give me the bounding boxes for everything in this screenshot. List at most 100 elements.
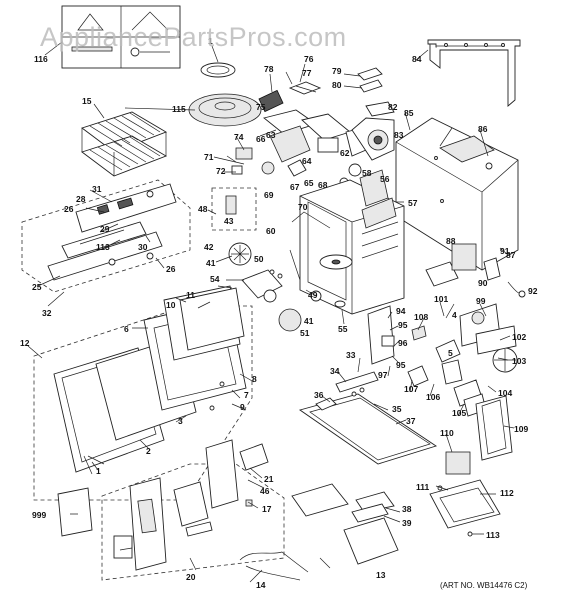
part-label-110: 110 (440, 428, 454, 438)
watermark-text: AppliancePartsPros.com (40, 22, 347, 52)
part-label-31: 31 (92, 184, 102, 194)
part-label-17: 17 (262, 504, 272, 514)
part-label-86: 86 (478, 124, 488, 134)
part-label-64: 64 (302, 156, 312, 166)
part-label-101: 101 (434, 294, 448, 304)
part-label-2: 2 (146, 446, 151, 456)
oven-rack-part (81, 111, 168, 177)
bottom-tray-parts (291, 371, 438, 565)
part-label-3: 3 (178, 416, 183, 426)
part-label-65: 65 (304, 178, 314, 188)
part-label-11: 11 (186, 290, 195, 300)
part-label-85: 85 (404, 108, 414, 118)
part-label-96: 96 (398, 338, 408, 348)
part-label-99: 99 (476, 296, 486, 306)
part-label-14: 14 (256, 580, 266, 590)
part-label-72: 72 (216, 166, 226, 176)
oven-cavity-part (299, 169, 405, 315)
part-label-67: 67 (290, 182, 300, 192)
leader-lines (27, 45, 515, 583)
part-label-13: 13 (376, 570, 386, 580)
turntable-drive-parts (211, 187, 346, 332)
part-label-21: 21 (264, 474, 274, 484)
part-label-84: 84 (412, 54, 422, 64)
mounting-plate-part (427, 39, 521, 107)
part-label-97: 97 (378, 370, 388, 380)
part-label-42: 42 (204, 242, 214, 252)
part-label-62: 62 (340, 148, 350, 158)
part-label-1: 1 (208, 36, 213, 46)
part-label-112: 112 (500, 488, 514, 498)
part-label-105: 105 (452, 408, 466, 418)
part-label-57: 57 (408, 198, 418, 208)
part-label-5: 5 (448, 348, 453, 358)
part-label-41a: 41 (206, 258, 216, 268)
part-label-29: 29 (100, 224, 110, 234)
part-label-60: 60 (266, 226, 276, 236)
part-callout-labels: 116 1 84 78 76 77 79 80 15 115 75 82 85 … (20, 36, 538, 590)
part-label-8: 8 (252, 374, 257, 384)
part-label-77: 77 (302, 68, 312, 78)
part-label-115: 115 (172, 104, 186, 114)
roller-ring-part (200, 62, 236, 78)
part-label-54: 54 (210, 274, 220, 284)
part-label-43: 43 (224, 216, 234, 226)
part-label-68: 68 (318, 180, 328, 190)
part-label-111: 111 (416, 482, 430, 492)
part-label-28: 28 (76, 194, 86, 204)
part-label-95a: 95 (398, 320, 408, 330)
part-label-999: 999 (32, 510, 46, 520)
part-label-1b: 1 (96, 466, 101, 476)
part-label-4: 4 (452, 310, 457, 320)
part-label-50: 50 (254, 254, 264, 264)
part-label-95b: 95 (396, 360, 406, 370)
electronics-group (57, 439, 309, 581)
part-label-104: 104 (498, 388, 512, 398)
part-label-83: 83 (394, 130, 404, 140)
part-label-103: 103 (512, 356, 526, 366)
part-label-63: 63 (266, 130, 276, 140)
turntable-part (188, 93, 262, 127)
part-label-6: 6 (124, 324, 129, 334)
part-label-33: 33 (346, 350, 356, 360)
part-label-87: 87 (506, 250, 516, 260)
part-label-66: 66 (256, 134, 266, 144)
mounting-template-part (44, 5, 181, 69)
part-label-15: 15 (82, 96, 92, 106)
part-label-78: 78 (264, 64, 274, 74)
part-label-55: 55 (338, 324, 348, 334)
part-label-56: 56 (380, 174, 390, 184)
part-label-10: 10 (166, 300, 176, 310)
part-label-80: 80 (332, 80, 342, 90)
part-label-58: 58 (362, 168, 372, 178)
part-label-12: 12 (20, 338, 30, 348)
part-label-48: 48 (198, 204, 208, 214)
part-label-90: 90 (478, 278, 488, 288)
part-label-9: 9 (240, 402, 245, 412)
part-label-49: 49 (308, 290, 318, 300)
part-label-107: 107 (404, 384, 418, 394)
control-panel-group (21, 179, 191, 293)
part-label-7: 7 (244, 390, 249, 400)
part-label-91: 91 (500, 246, 510, 256)
fan-motor-cluster (213, 67, 383, 187)
part-label-74: 74 (234, 132, 244, 142)
part-label-26b: 26 (166, 264, 176, 274)
part-label-116: 116 (34, 54, 48, 64)
part-label-38: 38 (402, 504, 412, 514)
part-label-46: 46 (260, 486, 270, 496)
part-label-25: 25 (32, 282, 42, 292)
part-label-88: 88 (446, 236, 456, 246)
part-label-41b: 41 (304, 316, 314, 326)
part-label-26a: 26 (64, 204, 74, 214)
part-label-36: 36 (314, 390, 324, 400)
part-label-108: 108 (414, 312, 428, 322)
part-label-76: 76 (304, 54, 314, 64)
part-label-37: 37 (406, 416, 416, 426)
door-group (33, 285, 253, 501)
part-label-75: 75 (256, 102, 266, 112)
part-label-94: 94 (396, 306, 406, 316)
part-label-109: 109 (514, 424, 528, 434)
right-side-components (367, 243, 526, 537)
